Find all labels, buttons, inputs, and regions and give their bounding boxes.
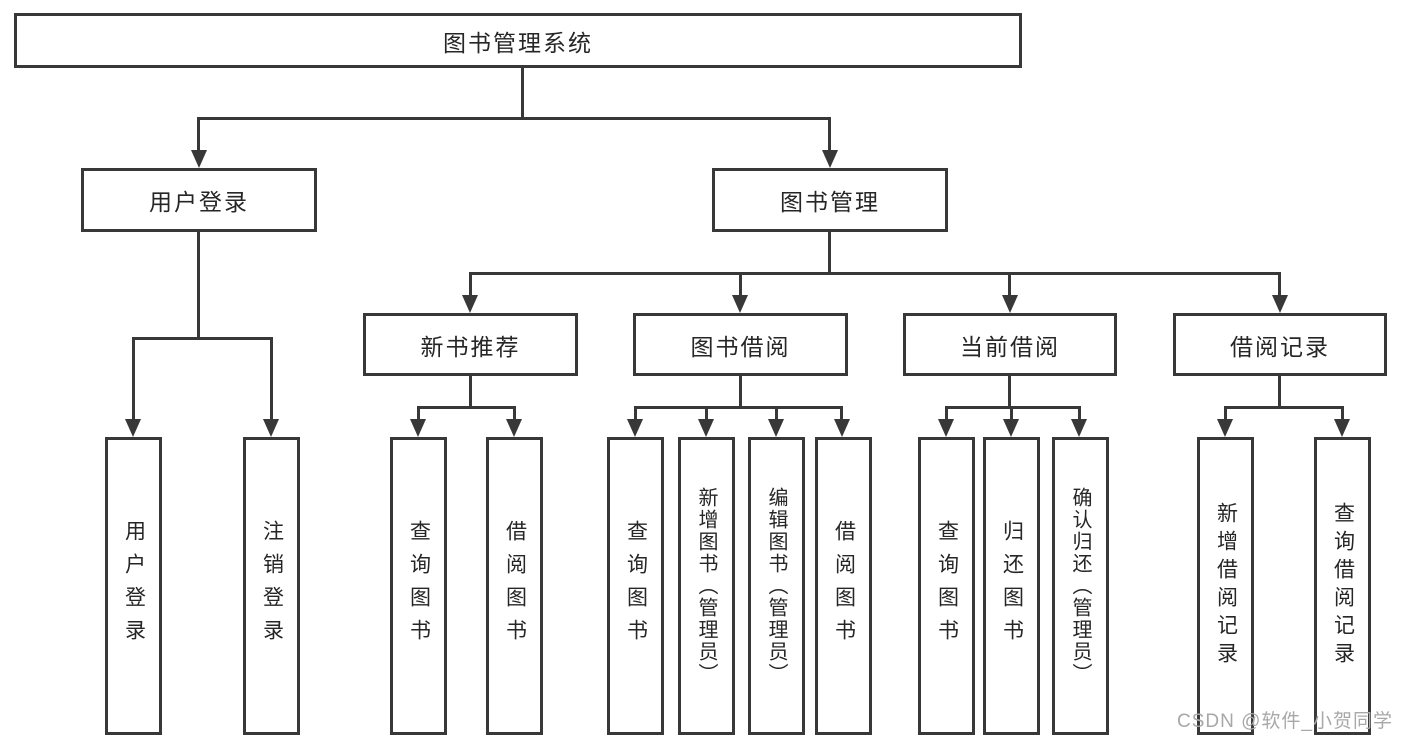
leaf-borrow-book-1: 借阅图书 — [486, 437, 543, 735]
node-book-management-label: 图书管理 — [780, 189, 880, 215]
arrow-down-icon — [263, 419, 279, 437]
connector-root-bar — [197, 117, 831, 120]
arrow-down-icon — [1071, 419, 1087, 437]
leaf-edit-book-admin: 编辑图书（管理员） — [748, 437, 805, 735]
connector-to-new-book-stem — [469, 272, 472, 295]
leaf-borrow-book-2: 借阅图书 — [815, 437, 872, 735]
connector-leaf-stem — [417, 406, 420, 419]
arrow-down-icon — [627, 419, 643, 437]
arrow-down-icon — [822, 150, 838, 168]
connector-leaf-stem — [945, 406, 948, 419]
connector-book-management-bar — [469, 272, 1281, 275]
node-borrow-record-label: 借阅记录 — [1230, 333, 1330, 360]
leaf-query-book-1-label: 查询图书 — [407, 520, 431, 652]
connector-book-borrow-bar — [634, 406, 843, 409]
leaf-query-book-2: 查询图书 — [607, 437, 664, 735]
connector-current-borrow-bar — [945, 406, 1081, 409]
connector-to-current-borrow-stem — [1008, 272, 1011, 295]
arrow-down-icon — [1334, 419, 1350, 437]
connector-root-stem — [521, 68, 524, 117]
connector-book-borrow-down-stem — [739, 376, 742, 406]
connector-leaf-stem — [513, 406, 516, 419]
connector-to-user-login-stem — [197, 117, 200, 150]
leaf-logout: 注销登录 — [243, 437, 300, 735]
connector-to-book-borrow-stem — [739, 272, 742, 295]
arrow-down-icon — [191, 150, 207, 168]
leaf-user-login-label: 用户登录 — [122, 520, 146, 652]
arrow-down-icon — [768, 419, 784, 437]
arrow-down-icon — [410, 419, 426, 437]
connector-borrow-record-bar — [1224, 406, 1344, 409]
node-new-book-recommend-label: 新书推荐 — [420, 333, 521, 360]
connector-new-book-bar — [417, 406, 516, 409]
connector-user-login-bar — [132, 337, 273, 340]
node-new-book-recommend: 新书推荐 — [363, 313, 578, 376]
connector-book-management-stem — [828, 232, 831, 272]
leaf-query-borrow-record-label: 查询借阅记录 — [1331, 502, 1355, 670]
leaf-return-book: 归还图书 — [983, 437, 1040, 735]
arrow-down-icon — [698, 419, 714, 437]
csdn-watermark: CSDN @软件_小贺同学 — [1177, 711, 1393, 732]
leaf-borrow-book-2-label: 借阅图书 — [832, 520, 856, 652]
node-borrow-record: 借阅记录 — [1173, 313, 1387, 376]
connector-leaf-stem — [840, 406, 843, 419]
leaf-query-book-1: 查询图书 — [390, 437, 447, 735]
node-book-borrow-label: 图书借阅 — [690, 333, 791, 360]
arrow-down-icon — [1217, 419, 1233, 437]
connector-leaf-stem — [634, 406, 637, 419]
leaf-add-borrow-record: 新增借阅记录 — [1197, 437, 1254, 735]
leaf-query-borrow-record: 查询借阅记录 — [1314, 437, 1371, 735]
leaf-add-book-admin: 新增图书（管理员） — [678, 437, 735, 735]
leaf-borrow-book-1-label: 借阅图书 — [503, 520, 527, 652]
node-root-system: 图书管理系统 — [14, 13, 1022, 68]
node-current-borrow: 当前借阅 — [903, 313, 1117, 376]
leaf-confirm-return-admin-label: 确认归还（管理员） — [1069, 487, 1091, 685]
arrow-down-icon — [125, 419, 141, 437]
connector-user-login-stem — [197, 232, 200, 337]
connector-new-book-stem — [469, 376, 472, 406]
leaf-query-book-3-label: 查询图书 — [935, 520, 959, 652]
connector-to-book-management-stem — [828, 117, 831, 150]
arrow-down-icon — [834, 419, 850, 437]
node-book-borrow: 图书借阅 — [633, 313, 848, 376]
leaf-query-book-3: 查询图书 — [918, 437, 975, 735]
arrow-down-icon — [1002, 295, 1018, 313]
leaf-user-login: 用户登录 — [105, 437, 162, 735]
node-user-login: 用户登录 — [81, 168, 317, 232]
connector-current-borrow-down-stem — [1008, 376, 1011, 406]
connector-to-borrow-record-stem — [1278, 272, 1281, 295]
connector-leaf-stem — [775, 406, 778, 419]
leaf-query-book-2-label: 查询图书 — [624, 520, 648, 652]
connector-borrow-record-down-stem — [1278, 376, 1281, 406]
node-book-management: 图书管理 — [712, 168, 948, 232]
arrow-down-icon — [938, 419, 954, 437]
node-current-borrow-label: 当前借阅 — [960, 333, 1060, 360]
arrow-down-icon — [1272, 295, 1288, 313]
connector-leaf-stem — [1010, 406, 1013, 419]
arrow-down-icon — [462, 295, 478, 313]
leaf-add-book-admin-label: 新增图书（管理员） — [695, 487, 717, 685]
node-user-login-label: 用户登录 — [149, 189, 249, 215]
leaf-confirm-return-admin: 确认归还（管理员） — [1052, 437, 1109, 735]
connector-leaf-stem — [1224, 406, 1227, 419]
arrow-down-icon — [1003, 419, 1019, 437]
connector-to-leaf-logout-stem — [270, 337, 273, 419]
connector-leaf-stem — [1078, 406, 1081, 419]
connector-leaf-stem — [705, 406, 708, 419]
leaf-logout-label: 注销登录 — [260, 520, 284, 652]
connector-leaf-stem — [1341, 406, 1344, 419]
arrow-down-icon — [732, 295, 748, 313]
leaf-add-borrow-record-label: 新增借阅记录 — [1214, 502, 1238, 670]
arrow-down-icon — [506, 419, 522, 437]
leaf-edit-book-admin-label: 编辑图书（管理员） — [765, 487, 787, 685]
connector-to-leaf-user-login-stem — [132, 337, 135, 419]
node-root-label: 图书管理系统 — [443, 29, 593, 56]
leaf-return-book-label: 归还图书 — [1000, 520, 1024, 652]
